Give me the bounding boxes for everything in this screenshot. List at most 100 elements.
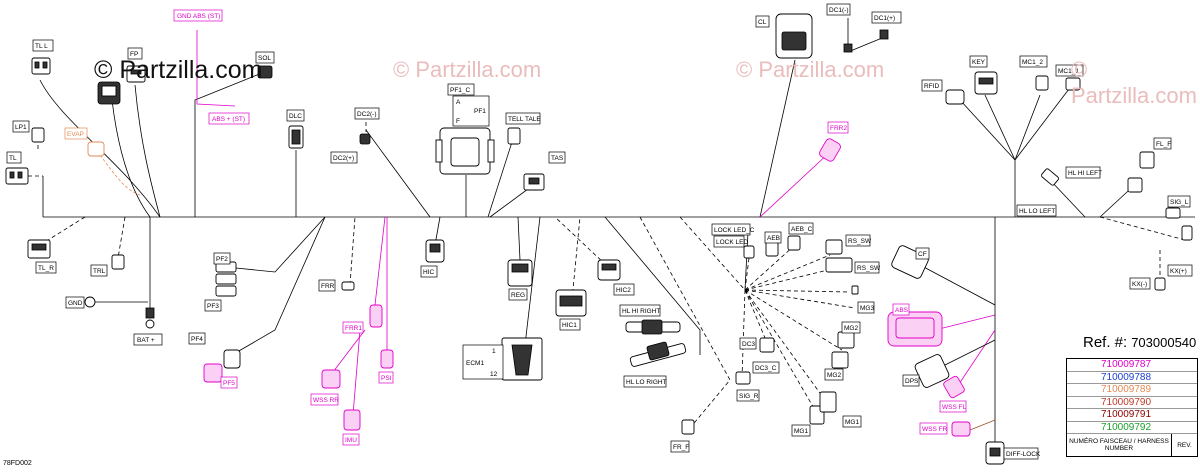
- label-fp: FP: [127, 47, 143, 60]
- svg-text:DC1(+): DC1(+): [874, 15, 895, 22]
- connector-rs-sw: [825, 239, 853, 273]
- label-lock-led: LOCK LED: [713, 235, 748, 248]
- svg-text:HL HI RIGHT: HL HI RIGHT: [622, 308, 660, 315]
- svg-text:1: 1: [492, 348, 496, 355]
- wire-imu: [352, 329, 361, 416]
- label-tl: TL: [6, 151, 22, 164]
- connector-imu: [343, 409, 361, 431]
- connector-frr2: [819, 138, 841, 162]
- label-kx-plus: KX(+): [1167, 264, 1193, 277]
- wire-abs: [934, 314, 996, 331]
- label-lp1: LP1: [12, 120, 30, 133]
- wire-wss-fl: [954, 329, 996, 391]
- connector-hl-lo-right: [629, 341, 687, 367]
- label-hl-lo-left: HL LO LEFT: [1016, 204, 1057, 217]
- connector-dc2: [359, 133, 371, 145]
- svg-text:GND ABS (ST): GND ABS (ST): [177, 13, 220, 20]
- svg-text:MC1_1: MC1_1: [1058, 68, 1079, 75]
- label-mc1-1: MC1_1: [1055, 64, 1084, 77]
- svg-text:SOL: SOL: [258, 55, 271, 62]
- svg-text:EVAP: EVAP: [67, 131, 84, 138]
- svg-text:TL L: TL L: [35, 43, 48, 50]
- svg-text:HL LO RIGHT: HL LO RIGHT: [626, 379, 667, 386]
- label-mc1-2: MC1_2: [1019, 55, 1048, 68]
- wire-pf4: [231, 216, 326, 356]
- connector-key: [974, 71, 998, 95]
- figure-code: 78FD002: [3, 460, 32, 467]
- label-dc2-plus: DC2(+): [330, 151, 358, 164]
- svg-text:FRR2: FRR2: [830, 125, 847, 132]
- connector-cl: [775, 13, 813, 59]
- connector-rfid: [945, 89, 965, 105]
- label-rs-sw-1: RS_SW: [845, 234, 872, 247]
- label-aeb-c: AEB_C: [788, 222, 814, 235]
- connector-frr: [341, 281, 355, 291]
- harness-row: 710009788: [1067, 371, 1197, 384]
- svg-text:TL: TL: [9, 155, 17, 162]
- label-sig-r: SIG_R: [736, 389, 760, 402]
- connector-mg1: [809, 391, 837, 425]
- label-abs-plus: ABS + (ST): [208, 112, 250, 125]
- wire-fais: [111, 99, 151, 218]
- col-harness-number: NUMÉRO FAISCEAU / HARNESS NUMBER: [1067, 434, 1172, 456]
- connector-sig-l: [1165, 207, 1181, 219]
- harness-number: 710009791: [1101, 409, 1152, 420]
- connector-lp1: [31, 127, 45, 143]
- wire-dc1: [847, 18, 883, 53]
- wire-pf2: [235, 216, 326, 273]
- label-wss-fl: WSS FL: [939, 400, 967, 413]
- label-gnd-abs: GND ABS (ST): [173, 9, 223, 22]
- connector-mg3: [851, 285, 859, 295]
- svg-text:PF3: PF3: [207, 303, 219, 310]
- connector-reg: [507, 259, 533, 287]
- connector-hl-hi-right: [625, 319, 681, 335]
- connector-mc1-2: [1035, 75, 1049, 91]
- svg-text:LOCK LED: LOCK LED: [716, 239, 748, 246]
- reference-title: Ref. #:703000540: [1083, 334, 1196, 351]
- label-hl-lo-right: HL LO RIGHT: [623, 375, 667, 388]
- wire-hic1: [571, 216, 581, 301]
- connector-dc3: [759, 337, 775, 353]
- label-kx-minus: KX(-): [1129, 277, 1151, 290]
- label-pf3: PF3: [204, 299, 222, 312]
- harness-number: 710009790: [1101, 396, 1152, 408]
- connector-tl-r: [27, 239, 51, 259]
- label-psi: PSI: [378, 371, 394, 384]
- svg-text:PF4: PF4: [191, 336, 203, 343]
- watermark-repeat-2: © Partzilla.com: [736, 57, 885, 82]
- label-mg2-1: MG2: [841, 321, 861, 334]
- label-evap: EVAP: [64, 127, 88, 140]
- svg-text:A: A: [456, 99, 461, 106]
- wire-wss-rr: [332, 329, 366, 373]
- wire-gnd-abs: [196, 30, 236, 107]
- wire-hub-lock-led: [679, 216, 746, 291]
- wire-frr1: [374, 216, 386, 306]
- label-mg2-2: MG2: [824, 368, 844, 381]
- wire-frr: [349, 216, 356, 286]
- wire-hic2: [554, 216, 607, 266]
- harness-number: 710009788: [1101, 371, 1152, 383]
- svg-text:MG2: MG2: [827, 372, 841, 379]
- svg-text:FRR1: FRR1: [345, 325, 362, 332]
- svg-text:REG: REG: [511, 292, 525, 299]
- svg-text:AEB_C: AEB_C: [791, 226, 813, 233]
- connector-sig-r: [735, 371, 751, 385]
- harness-row: 710009790: [1067, 396, 1197, 409]
- svg-text:12: 12: [490, 371, 498, 378]
- label-dlc: DLC: [286, 109, 305, 122]
- svg-text:FP: FP: [130, 51, 138, 58]
- label-mg3: MG3: [857, 301, 874, 314]
- label-dc3-c: DC3_C: [752, 361, 780, 374]
- svg-text:SIG_L: SIG_L: [1170, 199, 1189, 206]
- label-fr-f: FR_F: [670, 440, 690, 453]
- svg-text:PF1_C: PF1_C: [450, 87, 471, 94]
- svg-text:DIFF-LOCK: DIFF-LOCK: [1006, 451, 1041, 458]
- label-rs-sw-2: RS_SW: [854, 261, 881, 274]
- label-frr1: FRR1: [342, 321, 364, 334]
- connector-kx: [1154, 225, 1193, 291]
- svg-text:ABS: ABS: [895, 307, 909, 314]
- label-hic1: HIC1: [559, 318, 581, 331]
- svg-text:DC2(-): DC2(-): [357, 111, 377, 118]
- wire-hub-aeb: [741, 244, 856, 411]
